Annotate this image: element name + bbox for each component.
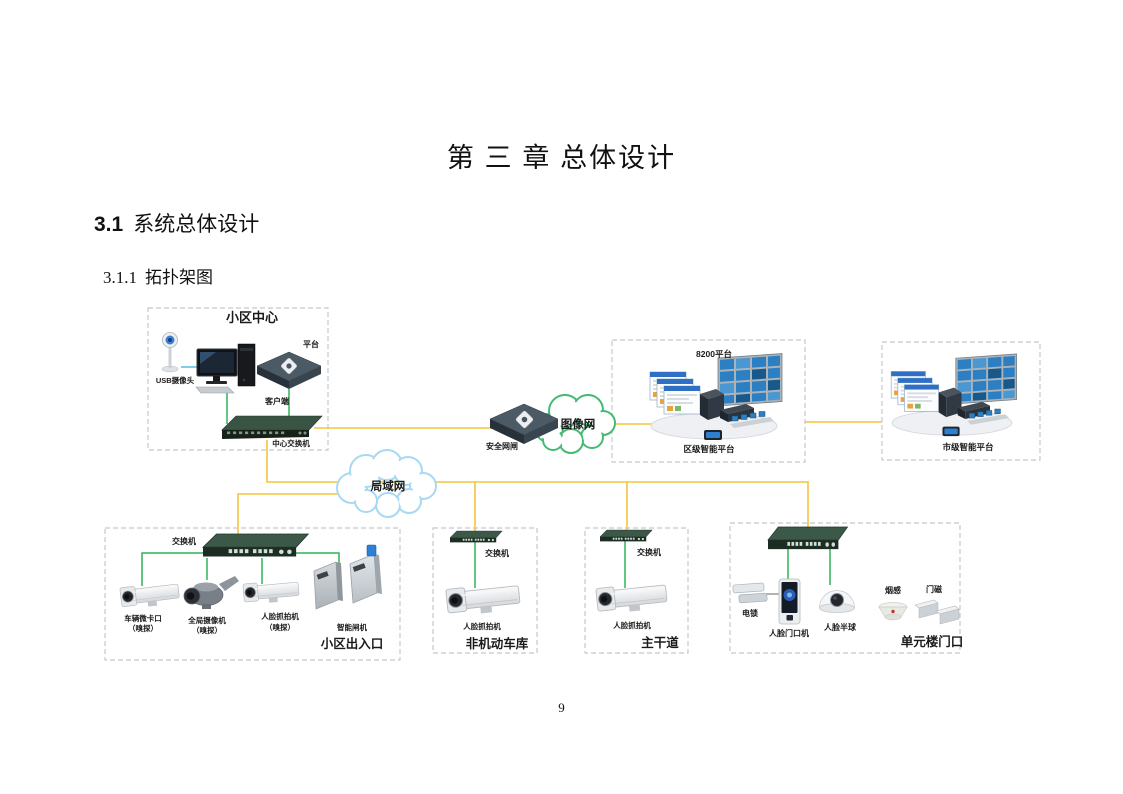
section-number: 3.1 bbox=[94, 213, 124, 236]
security-gateway-icon bbox=[489, 403, 559, 444]
smoke-sensor-label: 烟感 bbox=[885, 585, 901, 595]
vehicle-checkpoint-sniff-label: （嗅探） bbox=[128, 623, 158, 633]
road-switch-label: 交换机 bbox=[637, 547, 661, 557]
community-center-title: 小区中心 bbox=[226, 310, 278, 325]
garage-caption: 非机动车库 bbox=[466, 636, 529, 651]
face-capture-camera-icon bbox=[242, 578, 301, 606]
road-face-camera-icon bbox=[595, 580, 669, 616]
face-capture-label: 人脸抓拍机 bbox=[261, 611, 299, 621]
electric-lock-icon bbox=[732, 582, 768, 604]
district-platform-icon bbox=[650, 354, 782, 440]
garage-switch-label: 交换机 bbox=[485, 548, 509, 558]
section-title: 系统总体设计 bbox=[133, 212, 260, 236]
face-capture-sniff-label: （嗅探） bbox=[265, 622, 295, 632]
electric-lock-label: 电锁 bbox=[742, 608, 758, 618]
platform-label: 平台 bbox=[303, 339, 319, 349]
garage-switch-icon bbox=[449, 530, 503, 543]
subsection-number: 3.1.1 bbox=[103, 268, 137, 287]
central-switch-label: 中心交换机 bbox=[272, 438, 310, 448]
entrance-switch-label: 交换机 bbox=[172, 536, 196, 546]
gateway-label: 安全网闸 bbox=[486, 441, 518, 451]
region-boxes bbox=[104, 307, 1041, 661]
garage-box bbox=[432, 527, 538, 654]
city-platform-caption: 市级智能平台 bbox=[942, 442, 994, 452]
community-center-box bbox=[147, 307, 329, 451]
garage-face-camera-icon bbox=[445, 581, 522, 618]
smart-gate-label: 智能闸机 bbox=[337, 622, 367, 632]
face-door-station-label: 人脸门口机 bbox=[769, 628, 809, 638]
entrance-box bbox=[104, 527, 401, 661]
door-magnet-icon bbox=[914, 599, 960, 625]
district-platform-title: 8200平台 bbox=[696, 349, 732, 359]
entrance-caption: 小区出入口 bbox=[320, 636, 384, 651]
page-number: 9 bbox=[558, 700, 565, 715]
face-dome-label: 人脸半球 bbox=[824, 622, 857, 632]
platform-server-icon bbox=[256, 351, 322, 389]
subsection-heading: 3.1.1 拓扑架图 bbox=[103, 263, 213, 288]
vehicle-checkpoint-camera-icon bbox=[119, 580, 181, 611]
road-caption: 主干道 bbox=[641, 635, 679, 650]
smoke-detector-icon bbox=[878, 602, 908, 621]
vehicle-checkpoint-label: 车辆微卡口 bbox=[124, 613, 162, 623]
road-box bbox=[584, 527, 689, 654]
global-camera-label: 全局摄像机 bbox=[187, 615, 226, 625]
face-door-station-icon bbox=[778, 578, 801, 625]
road-face-camera-label: 人脸抓拍机 bbox=[613, 620, 651, 630]
face-dome-camera-icon bbox=[819, 590, 855, 613]
city-platform-icon bbox=[891, 354, 1016, 436]
entrance-switch-icon bbox=[202, 533, 309, 558]
subsection-title: 拓扑架图 bbox=[145, 268, 213, 287]
desktop-computer-icon bbox=[195, 343, 256, 394]
unit-box bbox=[729, 522, 961, 654]
unit-caption: 单元楼门口 bbox=[901, 634, 964, 649]
district-platform-box bbox=[611, 339, 806, 463]
network-lines-green bbox=[141, 387, 831, 588]
smart-gate-icon bbox=[313, 544, 382, 610]
global-ptz-camera-icon bbox=[183, 576, 239, 609]
chapter-title: 第 三 章 总体设计 bbox=[446, 143, 677, 173]
lan-label: 局域网 bbox=[370, 479, 406, 493]
garage-face-camera-label: 人脸抓拍机 bbox=[463, 621, 501, 631]
unit-switch-icon bbox=[767, 526, 849, 550]
image-network-label: 图像网 bbox=[561, 417, 596, 431]
door-magnet-label: 门磁 bbox=[926, 584, 942, 594]
network-lines-yellow bbox=[237, 421, 882, 536]
district-platform-caption: 区级智能平台 bbox=[683, 444, 735, 454]
usb-camera-icon bbox=[161, 332, 179, 373]
road-switch-icon bbox=[599, 529, 653, 542]
lan-cloud bbox=[336, 449, 437, 518]
client-label: 客户端 bbox=[264, 396, 289, 406]
central-switch-icon bbox=[221, 415, 323, 439]
global-camera-sniff-label: （嗅探） bbox=[192, 625, 222, 635]
usb-camera-label: USB摄像头 bbox=[156, 375, 195, 385]
city-platform-box bbox=[881, 341, 1041, 461]
section-heading: 3.1 系统总体设计 bbox=[94, 208, 259, 238]
